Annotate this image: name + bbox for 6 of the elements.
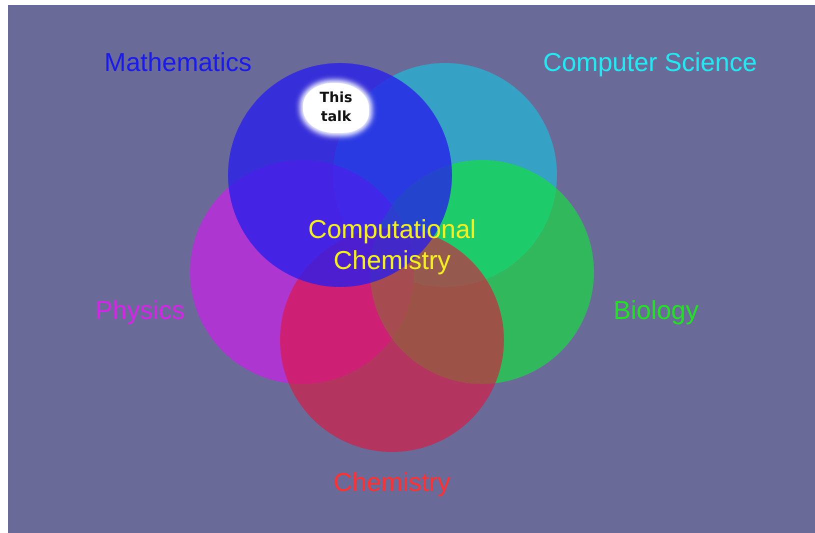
cloud-shape: This talk <box>303 83 369 133</box>
set-label: Computer Science <box>543 47 757 78</box>
set-label: Chemistry <box>334 467 450 498</box>
set-label: Biology <box>613 295 699 326</box>
set-label: Physics <box>95 295 185 326</box>
set-label: Mathematics <box>104 47 252 78</box>
